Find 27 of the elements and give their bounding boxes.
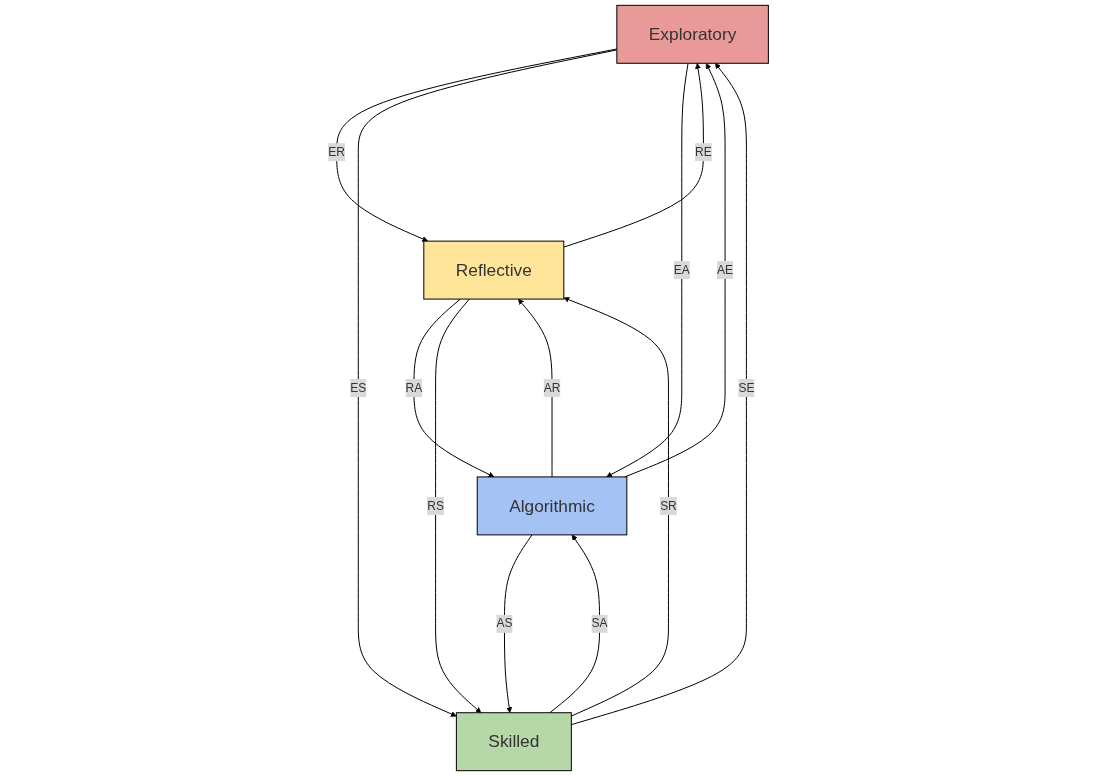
edge-label: AE <box>716 263 733 277</box>
edge-label: RS <box>426 498 444 513</box>
arrow <box>357 49 617 717</box>
arrow <box>570 63 747 726</box>
arrow <box>549 534 600 714</box>
edge-label: RA <box>405 381 422 395</box>
node-box: Exploratory <box>616 4 769 64</box>
node-box: Algorithmic <box>476 476 627 536</box>
arrow <box>562 63 704 248</box>
edge-label: SR <box>659 498 677 513</box>
edge-label: ES <box>349 381 366 395</box>
edge-label: ER <box>327 145 345 159</box>
edge-label: AS <box>496 616 513 631</box>
edge-label: SE <box>738 381 755 395</box>
arrow <box>413 298 494 478</box>
arrow <box>517 298 553 478</box>
edge-label: EA <box>673 263 690 277</box>
arrow <box>563 296 669 717</box>
edge-label: RE <box>694 145 712 159</box>
arrow <box>335 48 617 242</box>
arrow <box>434 298 481 713</box>
node-box: Reflective <box>422 240 564 300</box>
arrow <box>605 62 689 478</box>
node-box: Skilled <box>455 712 572 772</box>
edge-label: SA <box>591 616 608 631</box>
edge-label: AR <box>543 381 561 395</box>
arrow <box>503 534 533 713</box>
